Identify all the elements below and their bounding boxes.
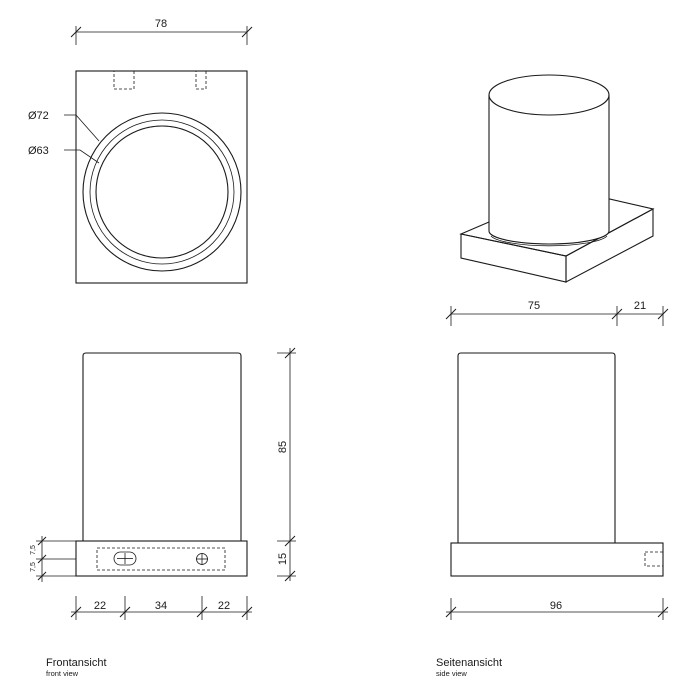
side-view: 96 [445, 352, 669, 620]
top-view: 78 Ø72 Ø63 [28, 18, 253, 284]
iso-cup-base-ring [490, 235, 608, 247]
dim-label-top-width: 78 [155, 18, 167, 30]
front-base [75, 540, 248, 577]
dim-label-left-margin: 22 [94, 600, 106, 612]
dim-tick [37, 554, 47, 564]
dim-tick [196, 606, 208, 618]
dim-label-screw-offset-a: 7,5 [30, 545, 37, 555]
dim-label-outer-diameter: Ø72 [28, 110, 49, 122]
front-cup-outline [82, 352, 242, 541]
isometric-view: 75 21 [445, 74, 669, 326]
dim-label-right-margin: 22 [218, 600, 230, 612]
dim-label-inner-diameter: Ø63 [28, 145, 49, 157]
outer-ring [82, 112, 242, 272]
leader-outer-diameter [64, 114, 100, 142]
iso-cup-body [488, 95, 610, 245]
top-view-plate [75, 70, 248, 284]
dim-tick [657, 606, 669, 618]
dim-tick [241, 26, 253, 38]
caption-front-view: Frontansicht front view [46, 657, 107, 678]
dim-tick [284, 535, 296, 547]
caption-front-subtitle: front view [46, 669, 79, 678]
caption-side-view: Seitenansicht side view [436, 657, 502, 678]
screw-slot-left [113, 551, 137, 566]
iso-cup-top [488, 74, 610, 116]
front-view: 85 15 7,5 7,5 22 34 22 [30, 347, 296, 620]
dim-tick [284, 347, 296, 359]
dim-tick [119, 606, 131, 618]
dim-label-front-height: 85 [277, 441, 289, 453]
dim-tick [611, 308, 623, 320]
leader-inner-diameter [64, 149, 100, 164]
dim-tick [284, 570, 296, 582]
dim-label-screw-offset-b: 7,5 [30, 562, 37, 572]
dim-tick [70, 26, 82, 38]
cup-bore [95, 125, 229, 259]
caption-side-title: Seitenansicht [436, 657, 503, 669]
dim-tick [445, 308, 457, 320]
inner-ring [89, 119, 235, 265]
dim-tick [445, 606, 457, 618]
caption-side-subtitle: side view [436, 669, 467, 678]
dim-label-base-height: 15 [277, 553, 289, 565]
dim-label-side-depth: 75 [528, 300, 540, 312]
caption-front-title: Frontansicht [46, 657, 107, 669]
dim-tick [70, 606, 82, 618]
hidden-slot-left [113, 70, 135, 90]
side-cup-outline [457, 352, 616, 543]
side-base [450, 542, 664, 577]
dim-label-side-width: 96 [550, 600, 562, 612]
dim-tick [657, 308, 669, 320]
iso-base-right-face [565, 208, 654, 283]
hidden-slot-right [195, 70, 207, 90]
dim-label-screw-spacing: 34 [155, 600, 167, 612]
dim-label-side-offset: 21 [634, 300, 646, 312]
dim-tick [37, 536, 47, 546]
hidden-slot-side [644, 551, 664, 567]
dim-tick [37, 571, 47, 581]
dim-tick [241, 606, 253, 618]
